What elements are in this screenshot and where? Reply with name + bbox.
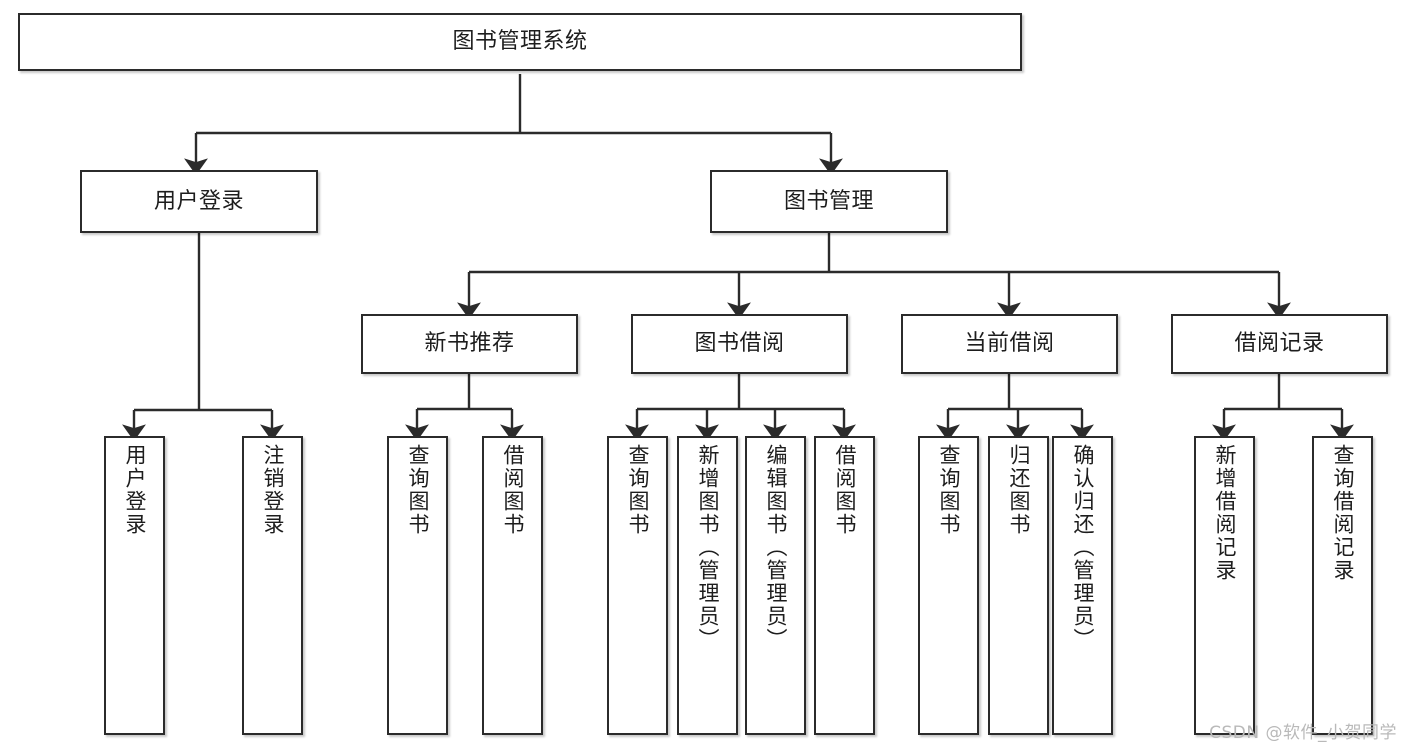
leaf-borrow-edit-book-admin[interactable]: 编辑图书（管理员） [745,436,806,735]
leaf-user-login[interactable]: 用户登录 [104,436,165,735]
leaf-record-add-borrow-record[interactable]: 新增借阅记录 [1194,436,1255,735]
node-root-book-management-system[interactable]: 图书管理系统 [18,13,1022,71]
leaf-newbook-query-book[interactable]: 查询图书 [387,436,448,735]
node-label: 借阅图书 [833,444,857,536]
csdn-watermark: CSDN @软件_小贺同学 [1209,723,1397,743]
node-label: 用户登录 [123,444,147,536]
leaf-current-query-book[interactable]: 查询图书 [918,436,979,735]
leaf-borrow-query-book[interactable]: 查询图书 [607,436,668,735]
node-current-borrow[interactable]: 当前借阅 [901,314,1118,374]
node-borrow-record[interactable]: 借阅记录 [1171,314,1388,374]
leaf-borrow-add-book-admin[interactable]: 新增图书（管理员） [677,436,738,735]
node-label: 当前借阅 [964,331,1055,357]
node-book-borrow[interactable]: 图书借阅 [631,314,848,374]
node-label: 用户登录 [153,188,244,214]
node-label: 注销登录 [261,444,285,536]
node-label: 借阅记录 [1234,331,1325,357]
leaf-current-confirm-return-admin[interactable]: 确认归还（管理员） [1052,436,1113,735]
node-book-management[interactable]: 图书管理 [710,170,948,233]
node-label: 查询图书 [406,444,430,536]
node-label: 归还图书 [1007,444,1031,536]
node-label: 编辑图书（管理员） [764,444,788,651]
node-label: 借阅图书 [501,444,525,536]
leaf-borrow-borrow-book[interactable]: 借阅图书 [814,436,875,735]
leaf-current-return-book[interactable]: 归还图书 [988,436,1049,735]
leaf-newbook-borrow-book[interactable]: 借阅图书 [482,436,543,735]
node-label: 图书借阅 [694,331,785,357]
node-label: 新书推荐 [424,331,515,357]
leaf-record-query-borrow-record[interactable]: 查询借阅记录 [1312,436,1373,735]
node-new-book-recommend[interactable]: 新书推荐 [361,314,578,374]
node-label: 查询图书 [626,444,650,536]
node-label: 新增借阅记录 [1213,444,1237,582]
node-label: 查询图书 [937,444,961,536]
leaf-user-logout[interactable]: 注销登录 [242,436,303,735]
node-label: 新增图书（管理员） [696,444,720,651]
node-label: 图书管理 [783,188,874,214]
node-user-login[interactable]: 用户登录 [80,170,318,233]
node-label: 确认归还（管理员） [1071,444,1095,651]
node-label: 图书管理系统 [452,29,588,55]
node-label: 查询借阅记录 [1331,444,1355,582]
